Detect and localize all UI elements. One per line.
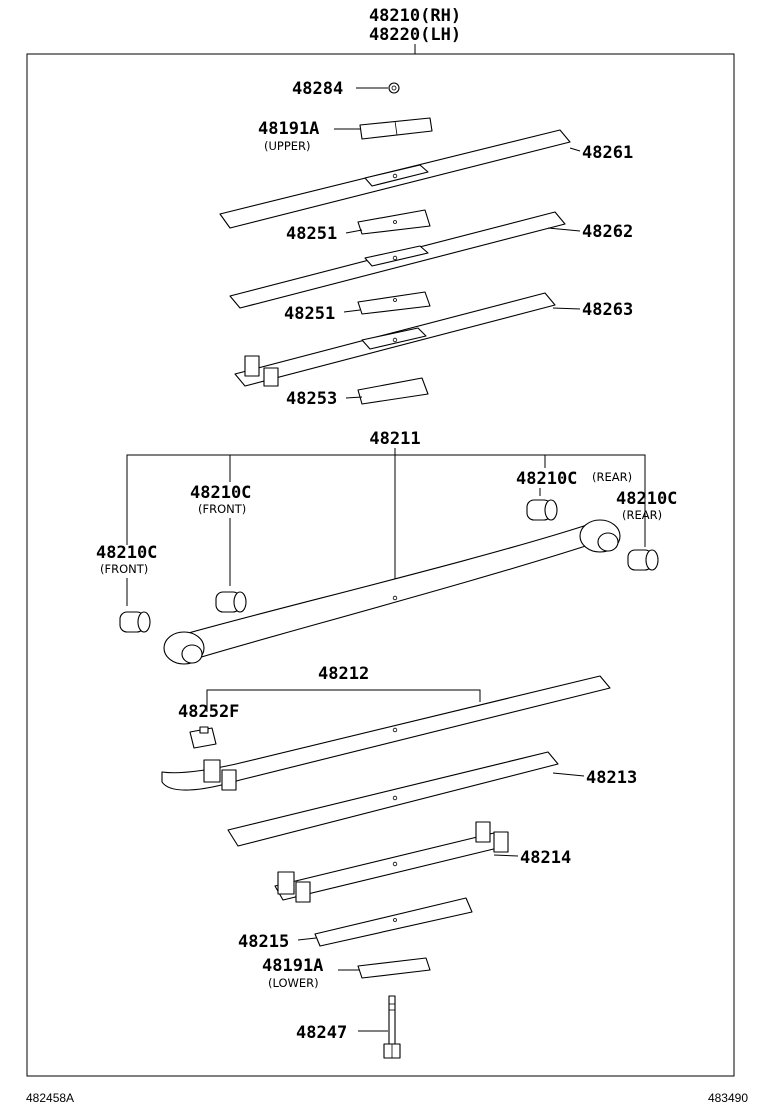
footer-left-code: 482458A (26, 1091, 74, 1105)
footer-right-code: 483490 (708, 1091, 748, 1105)
clip-48214-b (295, 881, 311, 903)
label-48210c-front-a: 48210C (190, 483, 251, 503)
leader-48263 (552, 307, 581, 310)
lower-pad-48191a (357, 957, 431, 979)
label-48211: 48211 (369, 429, 420, 449)
leader-48214 (493, 854, 519, 857)
label-rear-b: (REAR) (622, 508, 662, 522)
label-48252f: 48252F (178, 702, 239, 722)
clip-48214-c (475, 821, 491, 843)
label-lower: (LOWER) (268, 976, 319, 990)
leaf-48212 (161, 675, 611, 791)
clip-48263-b (263, 367, 279, 387)
center-bolt-48247 (383, 995, 401, 1059)
nut-48284 (388, 82, 400, 94)
label-48251-b: 48251 (284, 304, 335, 324)
label-front-b: (FRONT) (100, 562, 148, 576)
label-rear-a: (REAR) (592, 470, 632, 484)
label-48212: 48212 (318, 664, 369, 684)
bushing-rear-b (627, 549, 659, 571)
leader-48261 (569, 147, 581, 152)
label-48284: 48284 (292, 79, 343, 99)
label-48214: 48214 (520, 848, 571, 868)
clip-48214-a (277, 871, 295, 895)
label-upper: (UPPER) (264, 139, 311, 153)
label-48213: 48213 (586, 768, 637, 788)
label-48261: 48261 (582, 143, 633, 163)
leaf-48262-center-pad (364, 245, 429, 267)
clip-48263-a (244, 355, 260, 377)
label-48253: 48253 (286, 389, 337, 409)
bracket-48211 (126, 454, 646, 545)
bushing-front-b (119, 611, 151, 633)
leader-48253 (345, 396, 363, 399)
plate-48253 (357, 377, 429, 405)
label-48251-a: 48251 (286, 224, 337, 244)
clip-48252f (189, 726, 217, 749)
leader-48251-b (343, 309, 361, 313)
label-48210c-rear-a: 48210C (516, 469, 577, 489)
bushing-rear-a (526, 499, 558, 521)
diagram-frame (26, 53, 735, 1077)
assembly-number-rh: 48210(RH) (369, 6, 461, 26)
bracket-48212 (206, 689, 481, 712)
leader-48215 (297, 937, 317, 941)
plate-48251-b (357, 291, 431, 315)
leader-48262 (547, 227, 581, 232)
main-leaf-48211 (163, 519, 621, 665)
clip-48214-d (493, 831, 509, 853)
plate-48215 (314, 897, 473, 947)
label-48191a-upper: 48191A (258, 119, 319, 139)
label-48210c-front-b: 48210C (96, 543, 157, 563)
bushing-front-a (215, 591, 247, 613)
label-48191a-lower: 48191A (262, 956, 323, 976)
assembly-number-lh: 48220(LH) (369, 25, 461, 45)
leader-48251-a (345, 229, 363, 234)
label-48215: 48215 (238, 932, 289, 952)
label-48247: 48247 (296, 1023, 347, 1043)
leader-48213 (552, 772, 585, 777)
leaf-48213 (227, 751, 559, 847)
label-48210c-rear-b: 48210C (616, 489, 677, 509)
label-48263: 48263 (582, 300, 633, 320)
label-front-a: (FRONT) (198, 502, 246, 516)
plate-48251-a (357, 209, 431, 235)
label-48262: 48262 (582, 222, 633, 242)
